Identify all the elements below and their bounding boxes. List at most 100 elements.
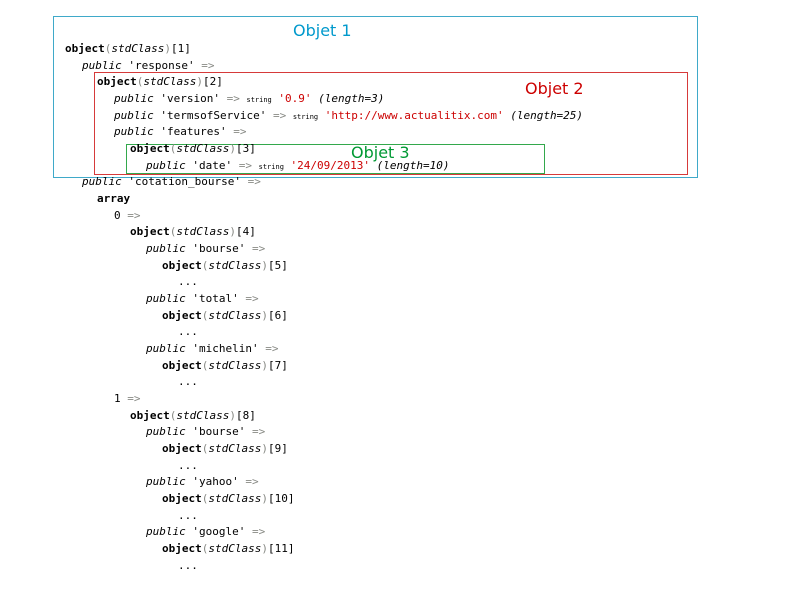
paren-open: ( [169,142,177,156]
arrow-operator: => [201,58,215,72]
dump-line: public 'michelin' => [146,341,278,357]
dump-line: ... [178,374,198,390]
visibility-keyword: public [146,242,186,256]
arrow-operator: => [245,292,259,306]
dump-line: ... [178,558,198,574]
object-keyword: object [162,308,202,322]
arrow-operator: => [127,208,141,222]
paren-open: ( [169,408,177,422]
visibility-keyword: public [82,175,122,189]
dump-line: public 'version' => string '0.9' (length… [114,91,384,107]
type-label: string [258,162,284,171]
paren-open: ( [136,75,144,89]
string-value: '0.9' [278,92,312,105]
dump-line: object(stdClass)[4] [130,224,256,240]
arrow-operator: => [265,342,279,356]
arrow-operator: => [251,242,266,256]
object-keyword: object [130,142,170,156]
object-keyword: object [162,492,202,506]
object-id: [9] [267,442,288,456]
paren-open: ( [104,42,112,55]
paren-close: ) [261,542,268,556]
arrow-operator: => [247,175,261,189]
dump-line: public 'bourse' => [146,241,265,257]
object-keyword: object [130,225,170,239]
property-name: 'bourse' [192,425,246,439]
dump-line: object(stdClass)[1] [65,41,191,57]
paren-open: ( [201,358,209,372]
visibility-keyword: public [114,108,154,122]
property-name: 'version' [160,92,220,105]
paren-close: ) [229,142,236,156]
string-length: (length=25) [510,108,584,122]
visibility-keyword: public [146,292,186,306]
objet3-highlight-box [126,144,545,174]
object-id: [4] [235,225,256,239]
paren-close: ) [261,308,268,322]
object-id: [2] [202,75,223,89]
visibility-keyword: public [114,125,154,139]
arrow-operator: => [251,525,266,539]
property-name: 'michelin' [192,342,259,356]
visibility-keyword: public [146,342,186,356]
class-name: stdClass [208,542,262,556]
object-id: [7] [267,358,288,372]
class-name: stdClass [208,258,262,272]
class-name: stdClass [111,42,165,55]
paren-open: ( [169,225,177,239]
dump-line: 0 => [114,208,141,224]
visibility-keyword: public [146,425,186,439]
property-name: 'response' [128,58,195,72]
paren-close: ) [196,75,203,89]
arrow-operator: => [251,425,266,439]
class-name: stdClass [208,442,262,456]
property-name: 'features' [160,125,227,139]
property-name: 'date' [192,158,233,172]
array-index: 0 [114,208,121,222]
objet1-label: Objet 1 [293,21,352,40]
object-id: [3] [235,142,256,156]
visibility-keyword: public [114,92,154,105]
dump-line: object(stdClass)[6] [162,308,288,324]
object-id: [1] [170,42,191,55]
class-name: stdClass [176,408,230,422]
arrow-operator: => [245,475,259,489]
dump-line: object(stdClass)[8] [130,408,256,424]
dump-line: object(stdClass)[10] [162,491,294,507]
object-keyword: object [65,42,105,55]
arrow-operator: => [238,158,252,172]
dump-line: ... [178,508,198,524]
ellipsis: ... [178,325,198,339]
ellipsis: ... [178,558,198,572]
visibility-keyword: public [82,58,122,72]
objet2-label: Objet 2 [525,79,584,98]
dump-line: 1 => [114,391,141,407]
dump-line: array [97,191,130,207]
dump-line: ... [178,274,198,290]
object-id: [8] [235,408,256,422]
paren-open: ( [201,308,209,322]
object-keyword: object [162,542,202,556]
paren-close: ) [229,225,236,239]
ellipsis: ... [178,275,198,289]
dump-line: public 'cotation_bourse' => [82,174,261,190]
dump-line: object(stdClass)[2] [97,74,223,90]
object-id: [6] [267,308,288,322]
class-name: stdClass [176,142,230,156]
property-name: 'cotation_bourse' [128,175,241,189]
dump-line: public 'bourse' => [146,424,265,440]
visibility-keyword: public [146,158,186,172]
dump-line: public 'yahoo' => [146,474,259,490]
dump-line: ... [178,458,198,474]
paren-close: ) [164,42,171,55]
paren-open: ( [201,542,209,556]
type-label: string [292,112,319,121]
paren-open: ( [201,442,209,456]
paren-open: ( [201,258,209,272]
dump-line: object(stdClass)[3] [130,141,256,157]
object-id: [11] [267,542,295,556]
string-length: (length=10) [376,158,450,172]
objet3-label: Objet 3 [351,143,410,162]
arrow-operator: => [272,108,287,122]
